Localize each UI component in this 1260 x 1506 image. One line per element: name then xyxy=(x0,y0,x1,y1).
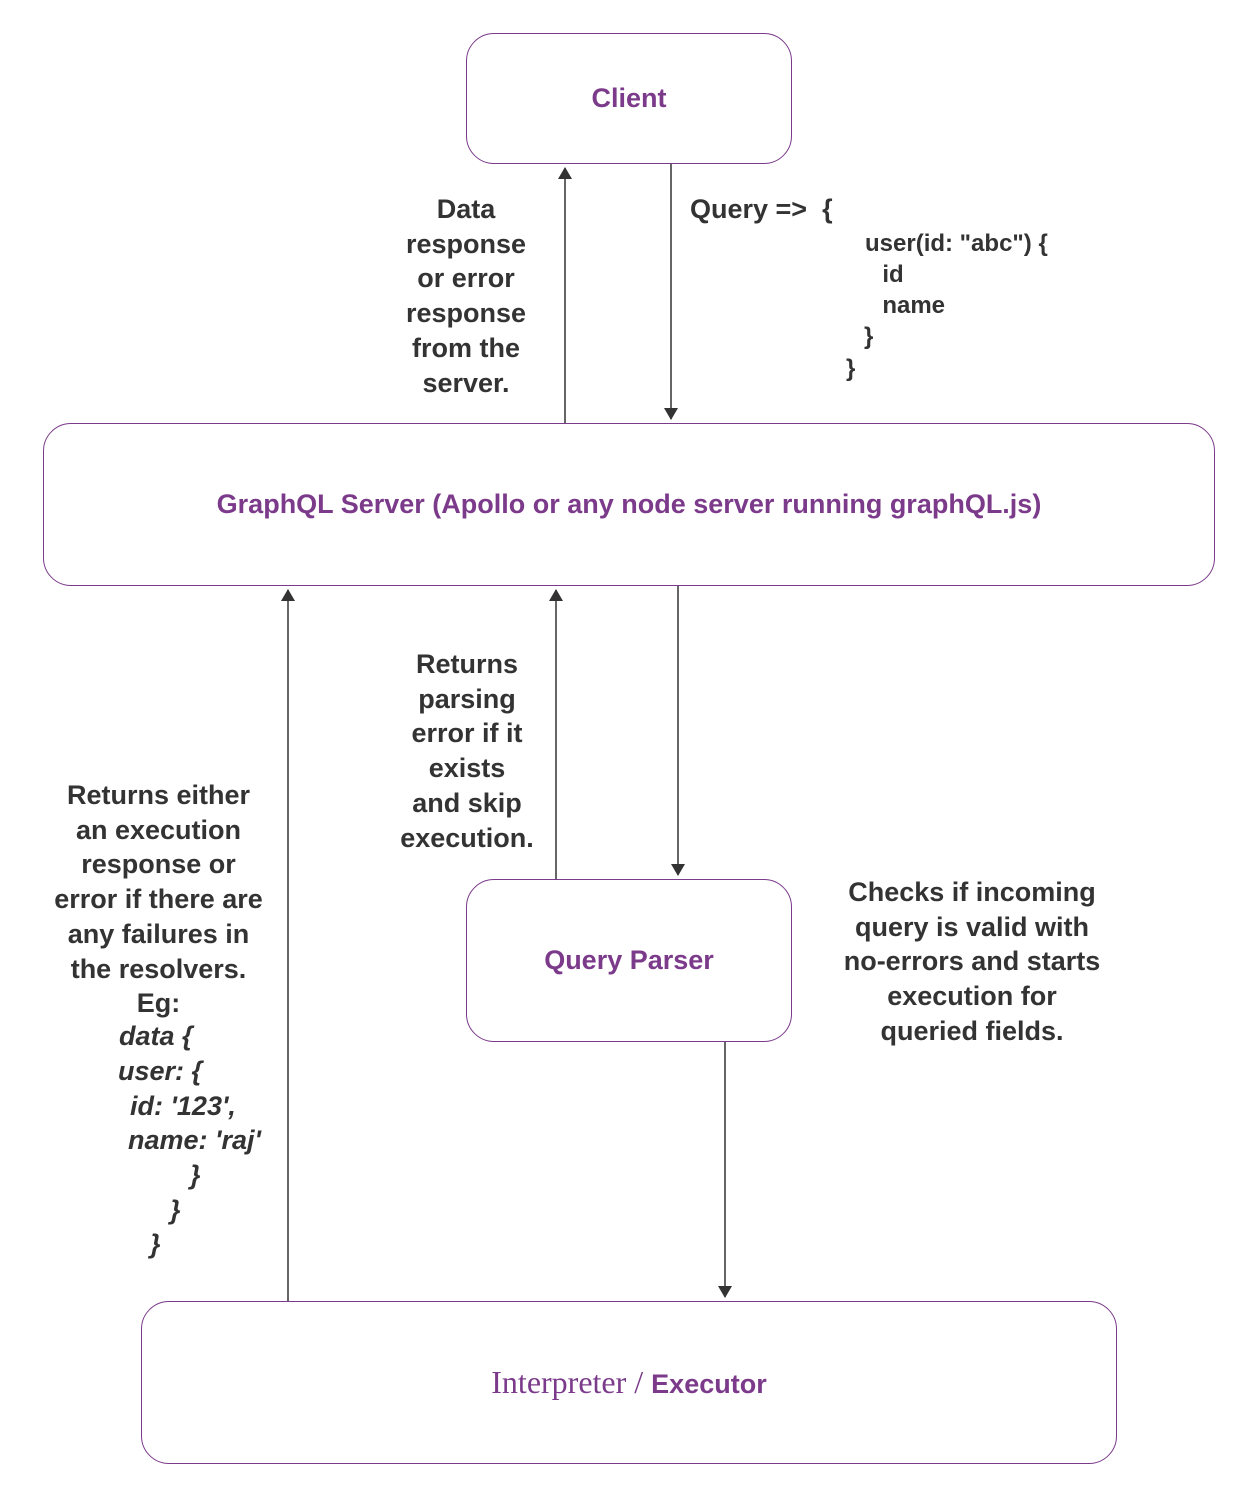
code-line: user: { xyxy=(118,1056,203,1086)
graphql-server-node: GraphQL Server (Apollo or any node serve… xyxy=(43,423,1215,586)
code-line: } xyxy=(864,323,874,350)
note-line: Returns either xyxy=(66,780,251,810)
code-line: id xyxy=(869,261,904,288)
code-line: } xyxy=(170,1195,181,1225)
note-line: and skip xyxy=(412,787,522,818)
client-node: Client xyxy=(466,33,792,164)
note-line: any failures in xyxy=(67,918,250,949)
data-response-note: Data response or error response from the… xyxy=(385,192,547,400)
code-line: } xyxy=(150,1229,161,1259)
note-line: no-errors and starts xyxy=(843,946,1101,977)
note-line: response xyxy=(405,228,527,259)
note-line: response or xyxy=(81,849,236,880)
parsing-error-note: Returns parsing error if it exists and s… xyxy=(392,647,542,855)
note-line: server. xyxy=(422,367,510,398)
note-line: parsing xyxy=(418,683,516,714)
note-line: execution for xyxy=(887,981,1057,1012)
note-line: exists xyxy=(428,753,506,784)
note-line: queried fields. xyxy=(880,1015,1064,1046)
checks-note: Checks if incoming query is valid with n… xyxy=(822,875,1122,1049)
executor-label-separator: / xyxy=(634,1364,644,1400)
note-line: Data xyxy=(436,194,496,224)
query-parser-label: Query Parser xyxy=(544,945,714,975)
note-line: Returns xyxy=(415,649,518,679)
code-line: user(id: "abc") { xyxy=(865,230,1048,257)
note-line: error if it xyxy=(411,718,523,749)
code-line: data { xyxy=(119,1021,193,1051)
code-line: id: '123', xyxy=(130,1091,236,1121)
note-line: query is valid with xyxy=(854,911,1090,942)
graphql-server-label: GraphQL Server (Apollo or any node serve… xyxy=(216,489,1042,519)
code-line: } xyxy=(846,355,856,382)
note-line: the resolvers. xyxy=(70,953,247,984)
executor-label: Interpreter / Executor xyxy=(491,1364,766,1401)
note-line: Checks if incoming xyxy=(848,877,1096,907)
note-line: from the xyxy=(412,332,520,363)
code-line: name: 'raj' xyxy=(128,1125,261,1155)
note-line: an execution xyxy=(75,814,242,845)
note-line: or error xyxy=(417,263,515,294)
code-line: } xyxy=(190,1160,201,1190)
note-line: error if there are xyxy=(54,884,263,915)
note-line: Eg: xyxy=(136,988,181,1019)
note-line: response xyxy=(405,298,527,329)
client-label: Client xyxy=(591,83,667,113)
note-line: execution. xyxy=(400,822,534,853)
executor-label-interpreter: Interpreter xyxy=(491,1364,627,1400)
executor-node: Interpreter / Executor xyxy=(141,1301,1117,1464)
query-parser-node: Query Parser xyxy=(466,879,792,1042)
code-line: name xyxy=(869,292,946,319)
executor-label-executor: Executor xyxy=(651,1369,767,1399)
execution-response-note: Returns either an execution response or … xyxy=(40,778,277,1021)
query-label: Query => { xyxy=(690,194,833,224)
